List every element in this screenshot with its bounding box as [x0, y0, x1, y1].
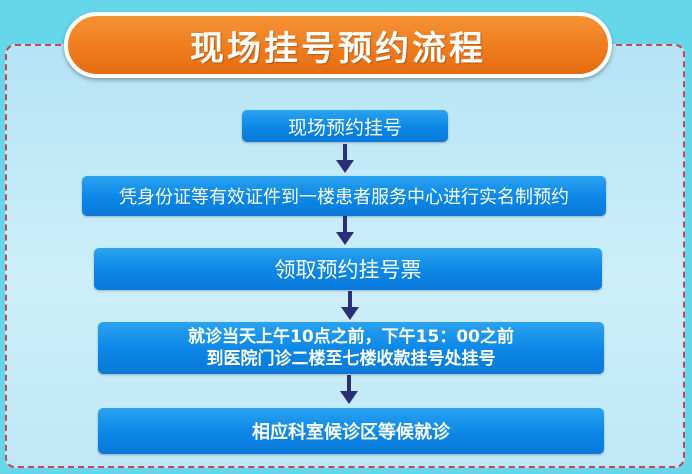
step-box-onsite-registration: 现场预约挂号 [242, 110, 448, 142]
down-arrow-icon [336, 144, 354, 173]
step-label-line1: 就诊当天上午10点之前，下午15：00之前 [188, 327, 514, 347]
step-box-wait-for-consultation: 相应科室候诊区等候就诊 [98, 408, 604, 454]
down-arrow-icon [336, 216, 354, 245]
down-arrow-icon [341, 291, 359, 320]
step-label: 现场预约挂号 [287, 116, 402, 139]
step-label: 凭身份证等有效证件到一楼患者服务中心进行实名制预约 [119, 187, 569, 208]
step-box-get-ticket: 领取预约挂号票 [94, 248, 602, 290]
step-label: 领取预约挂号票 [274, 258, 422, 282]
step-label-line2: 到医院门诊二楼至七楼收款挂号处挂号 [206, 349, 496, 369]
step-box-visit-day-registration: 就诊当天上午10点之前，下午15：00之前 到医院门诊二楼至七楼收款挂号处挂号 [98, 322, 604, 374]
diagram-title: 现场挂号预约流程 [190, 28, 486, 69]
title-banner: 现场挂号预约流程 [64, 12, 612, 78]
step-box-real-name-booking: 凭身份证等有效证件到一楼患者服务中心进行实名制预约 [82, 176, 606, 216]
down-arrow-icon [340, 375, 358, 404]
step-label: 相应科室候诊区等候就诊 [252, 422, 450, 443]
